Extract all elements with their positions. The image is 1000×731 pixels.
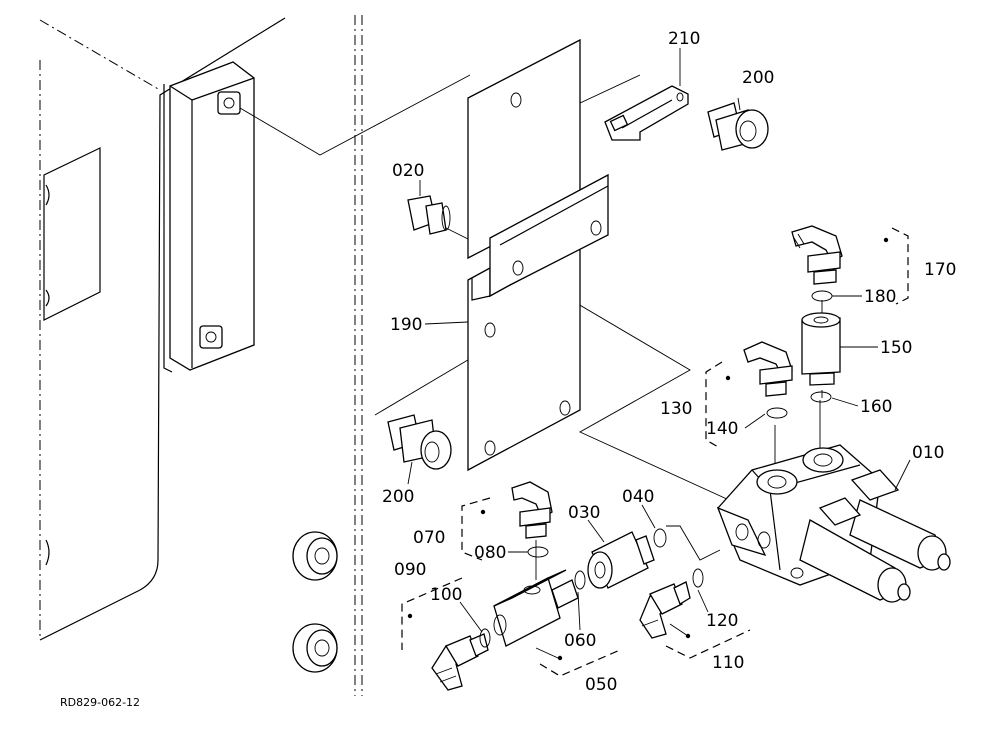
callout-100: 100	[430, 585, 462, 605]
group-bracket-110	[665, 629, 751, 659]
callout-090: 090	[394, 560, 426, 580]
callout-180: 180	[864, 287, 896, 307]
elbow-110	[639, 581, 691, 639]
adapter-030	[587, 531, 655, 589]
o-ring-060	[574, 570, 586, 590]
drawing-code: RD829-062-12	[60, 696, 140, 709]
elbow-070	[511, 481, 553, 539]
elbow-130	[743, 341, 793, 397]
callout-200-lower: 200	[382, 487, 414, 507]
small-bracket-210	[604, 85, 689, 141]
leader-050	[535, 647, 559, 659]
group-bracket-090	[401, 577, 463, 650]
callout-150: 150	[880, 338, 912, 358]
fitting-020	[407, 195, 451, 235]
callout-labels: 010 020 030 040 050 060 070 080 090 100 …	[382, 29, 956, 695]
callout-200-upper: 200	[742, 68, 774, 88]
callout-160: 160	[860, 397, 892, 417]
housing-frame	[39, 15, 363, 696]
callout-140: 140	[706, 419, 738, 439]
o-ring-120	[692, 568, 704, 588]
o-ring-100	[479, 628, 491, 648]
o-ring-140	[766, 407, 788, 419]
leader-dot-130	[725, 375, 731, 381]
group-bracket-050	[539, 649, 621, 677]
leader-dot-070	[480, 509, 486, 515]
callout-050: 050	[585, 675, 617, 695]
o-ring-080	[527, 546, 549, 558]
callout-030: 030	[568, 503, 600, 523]
elbow-090	[431, 633, 489, 691]
leader-030-block	[666, 525, 721, 561]
elbow-170	[791, 225, 843, 285]
o-ring-180	[811, 290, 833, 302]
group-bracket-070	[461, 497, 491, 561]
callout-190: 190	[390, 315, 422, 335]
frame-nut-upper	[292, 531, 338, 581]
callout-120: 120	[706, 611, 738, 631]
callout-leaders	[407, 48, 911, 633]
leader-dot-170	[883, 237, 889, 243]
tee-050	[493, 569, 579, 647]
callout-170: 170	[924, 260, 956, 280]
callout-210: 210	[668, 29, 700, 49]
bracket-plate-190	[467, 38, 609, 472]
frame-nut-lower	[292, 623, 338, 673]
adapter-150	[801, 312, 841, 386]
plug-200-upper	[707, 102, 769, 151]
o-ring-040	[653, 528, 667, 548]
callout-070: 070	[413, 528, 445, 548]
callout-040: 040	[622, 487, 654, 507]
callout-010: 010	[912, 443, 944, 463]
o-ring-160	[810, 391, 832, 403]
valve-block-010	[716, 444, 951, 603]
callout-130: 130	[660, 399, 692, 419]
callout-110: 110	[712, 653, 744, 673]
leader-dot-090	[407, 613, 413, 619]
callout-080: 080	[474, 543, 506, 563]
plug-200-lower	[387, 414, 452, 470]
group-bracket-130	[705, 361, 723, 449]
callout-020: 020	[392, 161, 424, 181]
leader-110	[669, 623, 689, 637]
callout-060: 060	[564, 631, 596, 651]
leader-dot-050	[557, 655, 563, 661]
